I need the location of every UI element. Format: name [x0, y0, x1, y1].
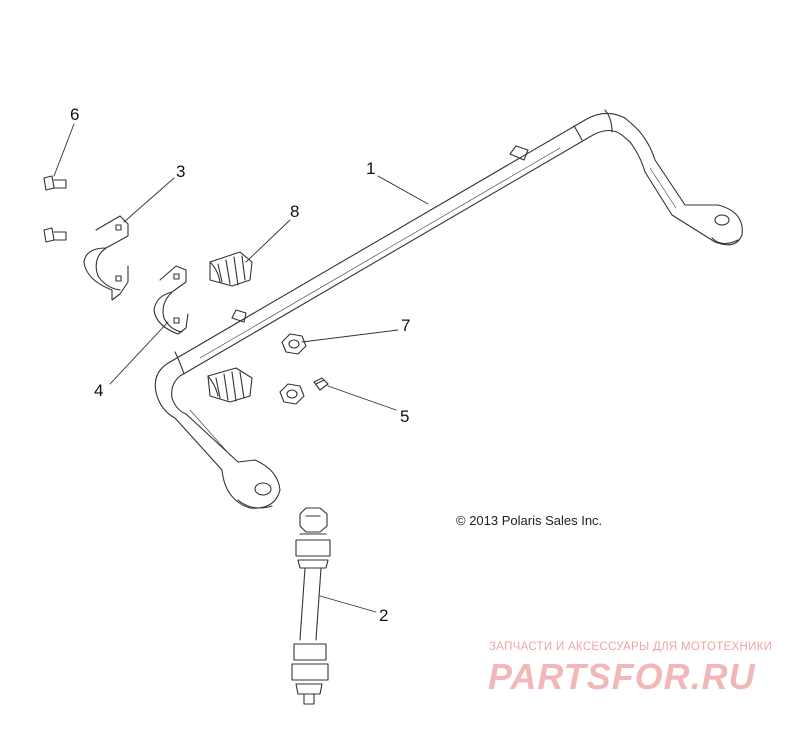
callout-7: 7: [401, 316, 411, 335]
callout-8: 8: [290, 202, 300, 221]
bolt-6-upper: [43, 175, 67, 191]
callout-4: 4: [94, 381, 104, 400]
flange-nut-7-upper: [281, 333, 307, 355]
flange-nut-7-lower: [279, 383, 305, 405]
callout-2: 2: [379, 606, 389, 625]
callout-3: 3: [176, 162, 186, 181]
callout-6: 6: [70, 105, 80, 124]
bushing-8-lower: [207, 367, 253, 403]
copyright-notice: © 2013 Polaris Sales Inc.: [456, 513, 603, 528]
leader-lines: [53, 123, 429, 613]
bushing-8-upper: [209, 251, 253, 287]
clamp-bracket-4: [153, 265, 189, 335]
watermark-logo: PARTSFOR.RU: [488, 656, 756, 697]
watermark-tagline: ЗАПЧАСТИ И АКСЕССУАРЫ ДЛЯ МОТОТЕХНИКИ: [489, 641, 773, 653]
end-link: [291, 507, 331, 705]
stabilizer-bar: [154, 109, 743, 509]
callout-5: 5: [400, 407, 410, 426]
callout-1: 1: [366, 159, 376, 178]
grease-fitting-5: [313, 377, 329, 391]
clamp-bracket-3: [83, 215, 129, 301]
bolt-6-lower: [43, 227, 67, 243]
